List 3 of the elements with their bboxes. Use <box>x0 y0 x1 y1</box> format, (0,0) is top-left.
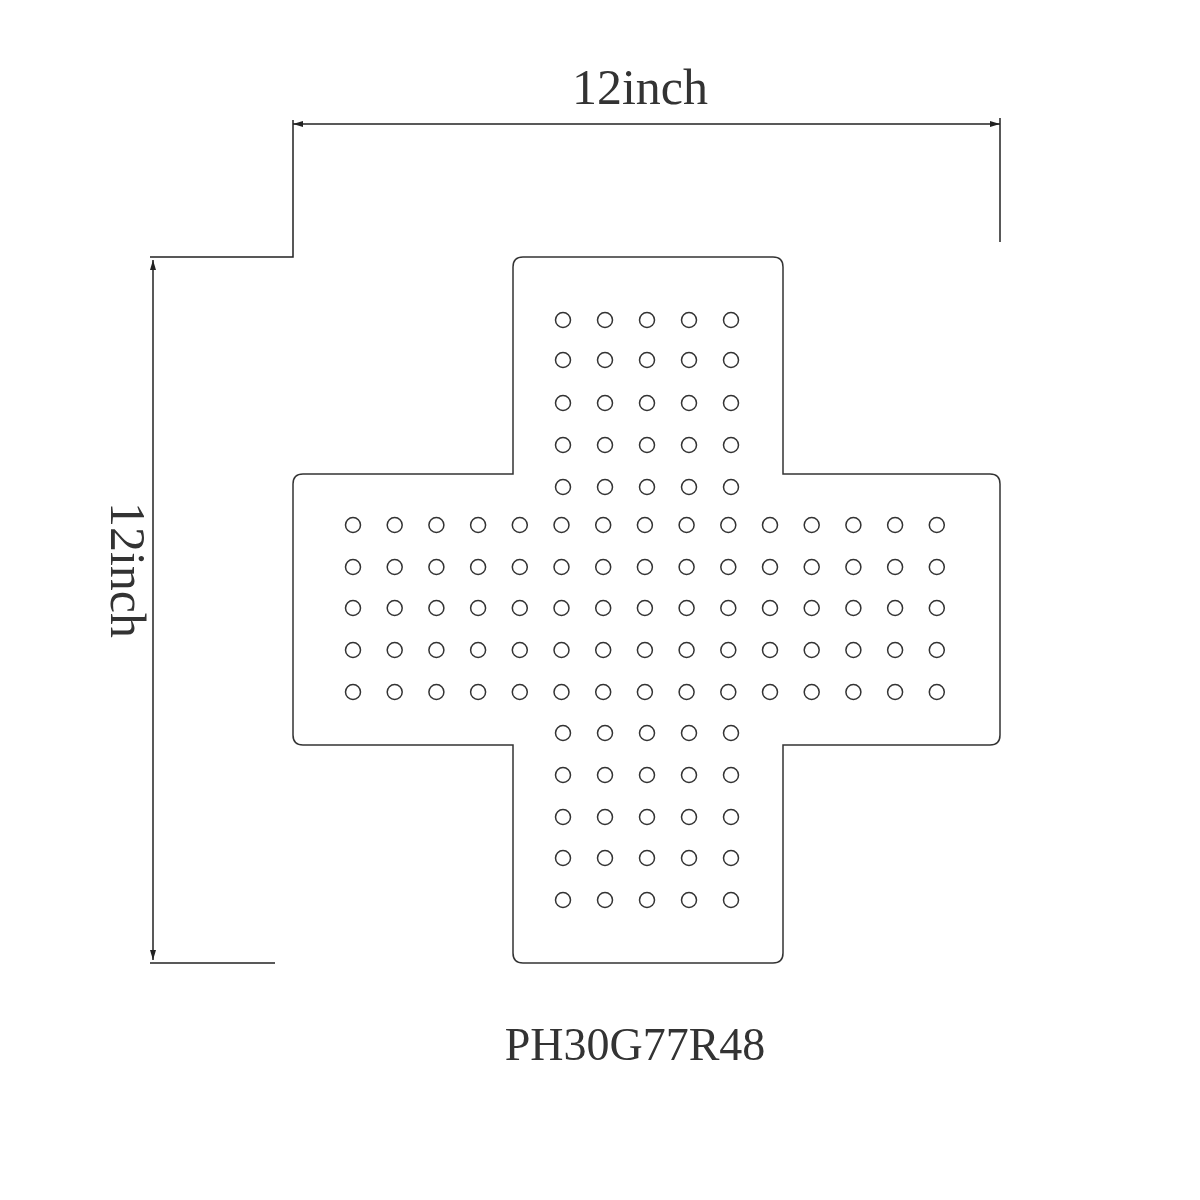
model-number: PH30G77R48 <box>504 1022 766 1068</box>
dimension-label: 12inch <box>103 501 153 639</box>
dimension-label: 12inch <box>571 62 709 112</box>
